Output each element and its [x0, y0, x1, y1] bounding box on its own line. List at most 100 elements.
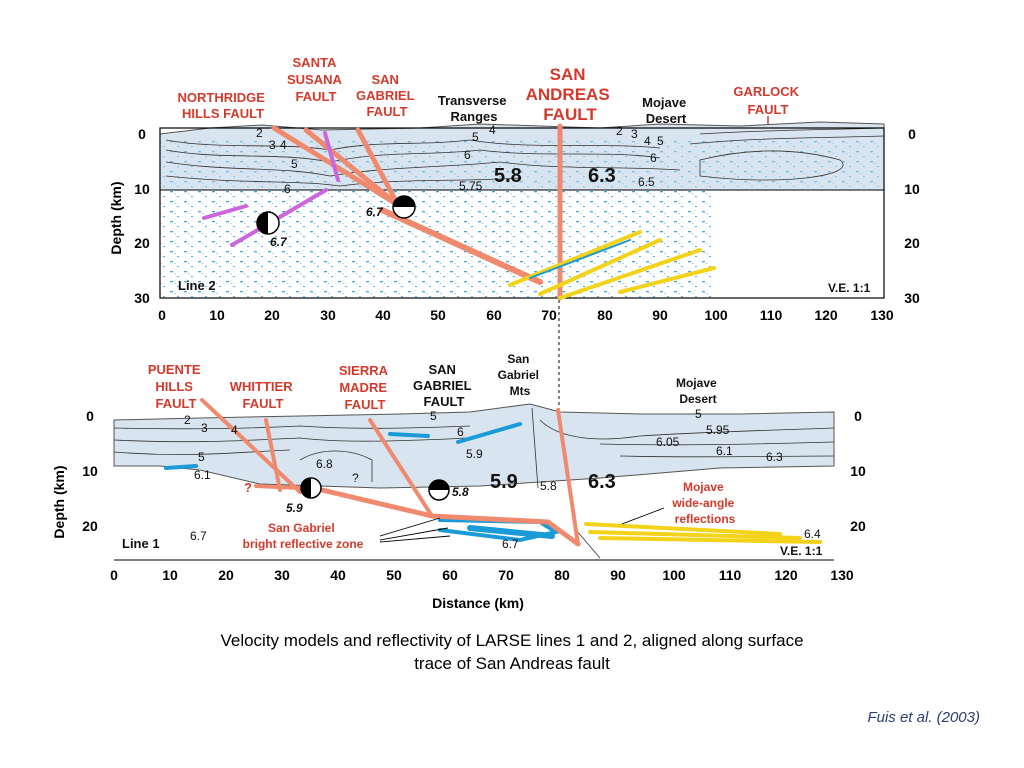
svg-text:0: 0 [110, 567, 118, 583]
svg-text:10: 10 [162, 567, 178, 583]
svg-text:130: 130 [870, 307, 894, 323]
caption-line-1: Velocity models and reflectivity of LARS… [220, 631, 804, 650]
line1-x-ticks: 0 10 20 30 40 50 60 70 80 90 100 110 120… [110, 567, 854, 583]
svg-text:5: 5 [291, 157, 298, 171]
line2-beachball-2 [392, 195, 416, 219]
svg-text:10: 10 [904, 181, 920, 197]
line1-right-depth-ticks: 0 10 20 [850, 408, 866, 534]
svg-text:0: 0 [908, 126, 916, 142]
svg-text:3: 3 [201, 421, 208, 435]
line2-panel: NORTHRIDGE HILLS FAULT SANTA SUSANA FAUL… [108, 55, 920, 323]
svg-text:6: 6 [650, 151, 657, 165]
svg-text:130: 130 [830, 567, 854, 583]
svg-text:5: 5 [657, 134, 664, 148]
svg-text:6: 6 [284, 182, 291, 196]
svg-text:5.95: 5.95 [706, 423, 730, 437]
svg-text:4: 4 [280, 138, 287, 152]
svg-text:110: 110 [760, 307, 783, 323]
svg-text:6.8: 6.8 [316, 457, 333, 471]
svg-text:3: 3 [269, 138, 276, 152]
svg-text:3: 3 [631, 127, 638, 141]
line2-beachball-1 [256, 211, 280, 235]
svg-text:50: 50 [386, 567, 402, 583]
svg-text:5.75: 5.75 [459, 179, 483, 193]
line2-depth-axis-label: Depth (km) [108, 181, 124, 254]
svg-text:20: 20 [134, 235, 150, 251]
question-mark-label: ? [244, 480, 252, 495]
line1-beachball-1 [300, 477, 322, 499]
figure-caption: Velocity models and reflectivity of LARS… [112, 629, 912, 675]
line2-contour-labels: 2 3 4 5 6 5 4 6 5.75 2 3 4 5 6 6.5 [256, 123, 664, 196]
svg-text:0: 0 [86, 408, 94, 424]
bright-zone-label: San Gabriel bright reflective zone [243, 521, 364, 551]
line2-frame [159, 127, 885, 299]
svg-text:2: 2 [616, 124, 623, 138]
svg-text:50: 50 [430, 307, 446, 323]
svg-text:100: 100 [662, 567, 686, 583]
svg-text:0: 0 [158, 307, 166, 323]
svg-text:10: 10 [82, 463, 98, 479]
svg-text:10: 10 [850, 463, 866, 479]
svg-text:90: 90 [610, 567, 626, 583]
svg-text:70: 70 [541, 307, 557, 323]
svg-text:10: 10 [209, 307, 225, 323]
whittier-fault-label: WHITTIER FAULT [230, 379, 296, 411]
svg-text:6.7: 6.7 [502, 537, 519, 551]
svg-text:120: 120 [774, 567, 798, 583]
svg-text:4: 4 [231, 423, 238, 437]
line2-velocity-specks [160, 140, 884, 190]
svg-text:20: 20 [218, 567, 234, 583]
line2-velocity-6-3: 6.3 [588, 165, 616, 187]
san-andreas-fault-label: SAN ANDREAS FAULT [526, 65, 615, 124]
svg-text:5: 5 [695, 407, 702, 421]
svg-text:4: 4 [644, 134, 651, 148]
distance-axis-label: Distance (km) [432, 595, 524, 611]
svg-text:20: 20 [904, 235, 920, 251]
svg-text:5.9: 5.9 [466, 447, 483, 461]
svg-text:6.1: 6.1 [194, 468, 211, 482]
svg-text:6.1: 6.1 [716, 444, 733, 458]
svg-text:5: 5 [430, 409, 437, 423]
citation: Fuis et al. (2003) [867, 709, 980, 726]
svg-text:30: 30 [274, 567, 290, 583]
caption-line-2: trace of San Andreas fault [414, 654, 610, 673]
svg-text:100: 100 [704, 307, 728, 323]
line2-right-depth-ticks: 0 10 20 30 [904, 126, 920, 306]
line1-magnitude-2: 5.8 [452, 485, 469, 499]
svg-text:10: 10 [134, 181, 150, 197]
svg-text:4: 4 [489, 123, 496, 137]
svg-text:6.7: 6.7 [190, 529, 207, 543]
line2-fault-traces [202, 123, 563, 301]
svg-text:80: 80 [554, 567, 570, 583]
line2-magnitude-2: 6.7 [366, 205, 384, 219]
line1-left-depth-ticks: 0 10 20 [82, 408, 98, 534]
line1-depth-axis-label: Depth (km) [51, 465, 67, 538]
line1-leader-lines [379, 507, 665, 543]
line1-panel: PUENTE HILLS FAULT WHITTIER FAULT SIERRA… [51, 352, 866, 611]
line2-ve-label: V.E. 1:1 [828, 281, 871, 295]
line2-reflectivity-field [160, 190, 716, 298]
line2-label: Line 2 [178, 278, 216, 293]
svg-text:2: 2 [256, 126, 263, 140]
svg-text:60: 60 [442, 567, 458, 583]
santa-susana-fault-label: SANTA SUSANA FAULT [287, 55, 345, 104]
svg-text:6: 6 [464, 148, 471, 162]
northridge-fault-label: NORTHRIDGE HILLS FAULT [177, 90, 268, 121]
wide-angle-label: Mojave wide-angle reflections [671, 480, 737, 526]
line1-label: Line 1 [122, 536, 160, 551]
svg-text:6.05: 6.05 [656, 435, 680, 449]
line1-magnitude-1: 5.9 [286, 501, 303, 515]
svg-text:30: 30 [320, 307, 336, 323]
svg-text:5: 5 [198, 450, 205, 464]
line1-contour-labels: 2 3 4 5 6 5.9 5 6.1 6.8 ? 6.7 6.7 5.8 6.… [184, 407, 821, 551]
san-gabriel-mts-label: San Gabriel Mts [498, 352, 543, 398]
mojave-desert-label-line2: Mojave Desert [642, 95, 690, 126]
line2-magnitude-1: 6.7 [270, 235, 288, 249]
puente-hills-fault-label: PUENTE HILLS FAULT [148, 362, 204, 411]
svg-text:30: 30 [134, 290, 150, 306]
line1-fault-traces [200, 398, 581, 547]
line2-x-ticks: 0 10 20 30 40 50 60 70 80 90 100 110 120… [158, 307, 894, 323]
transverse-ranges-label: Transverse Ranges [438, 93, 510, 124]
svg-text:20: 20 [264, 307, 280, 323]
svg-text:40: 40 [375, 307, 391, 323]
